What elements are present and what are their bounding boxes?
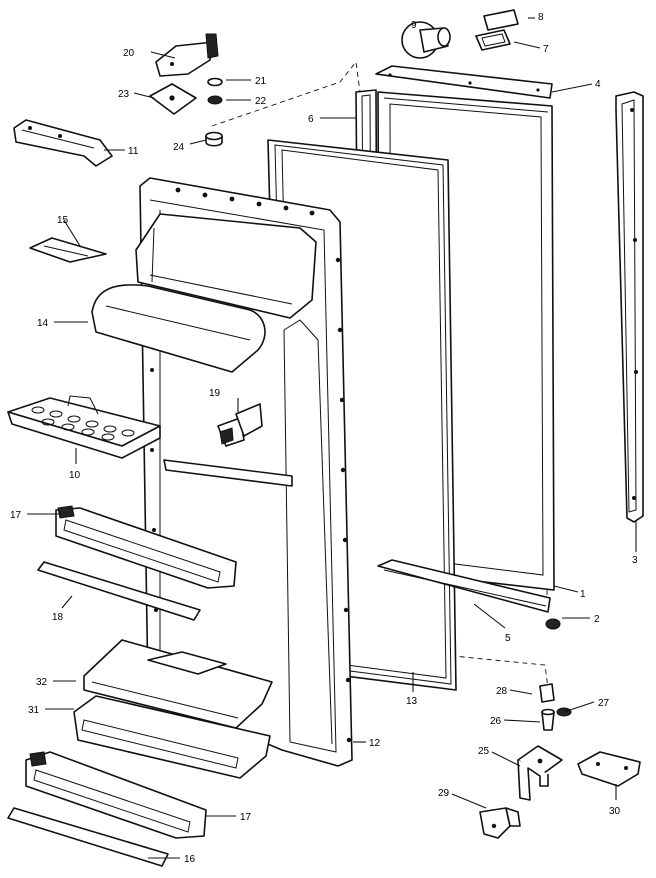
- callout-3: 3: [632, 555, 638, 566]
- callout-1: 1: [580, 589, 586, 600]
- part-shelf-trim-lower: [7, 807, 169, 867]
- part-hinge-plate: [149, 83, 197, 115]
- callout-10: 10: [69, 470, 81, 481]
- part-top-hinge-bracket: [155, 33, 219, 77]
- leader-lines: [27, 17, 637, 859]
- part-door-shelf-upper: [55, 505, 237, 589]
- part-small-bracket: [479, 807, 521, 839]
- part-shelf-trim-upper: [37, 561, 201, 621]
- callout-8: 8: [538, 12, 544, 23]
- callout-30: 30: [609, 806, 621, 817]
- part-bucket-lid: [83, 639, 273, 729]
- callout-17-upper: 17: [10, 510, 22, 521]
- part-top-plate: [375, 65, 553, 99]
- callout-6: 6: [308, 114, 314, 125]
- part-bucket-base: [73, 695, 271, 779]
- callout-23: 23: [118, 89, 130, 100]
- part-bottom-hinge-plate: [577, 751, 641, 787]
- callout-18: 18: [52, 612, 64, 623]
- callout-32: 32: [36, 677, 48, 688]
- callout-5: 5: [505, 633, 511, 644]
- part-dispenser-cover: [91, 284, 266, 373]
- part-egg-tray: [7, 395, 161, 459]
- part-chute: [29, 237, 107, 263]
- part-washers: [205, 77, 223, 147]
- part-bottom-channel: [377, 559, 551, 613]
- callout-13: 13: [406, 696, 418, 707]
- egg-tray-cups: [31, 406, 135, 441]
- callout-9: 9: [411, 20, 417, 31]
- callout-15: 15: [57, 215, 69, 226]
- callout-27: 27: [598, 698, 610, 709]
- part-bottom-hinge-bracket: [517, 745, 563, 801]
- callout-labels: 1 2 3 4 5 6 7 8 9 10 11 12 13 14 15 16 1…: [10, 12, 638, 865]
- callout-12: 12: [369, 738, 381, 749]
- part-clip: [217, 403, 263, 447]
- callout-31: 31: [28, 705, 40, 716]
- callout-16: 16: [184, 854, 196, 865]
- callout-4: 4: [595, 79, 601, 90]
- callout-22: 22: [255, 96, 267, 107]
- part-fasteners: [539, 618, 572, 731]
- part-knob-assembly: [401, 9, 519, 59]
- callout-25: 25: [478, 746, 490, 757]
- callout-17-lower: 17: [240, 812, 252, 823]
- part-side-trim-strip: [615, 91, 644, 523]
- part-door-shelf-lower: [25, 751, 207, 839]
- callout-28: 28: [496, 686, 508, 697]
- callout-20: 20: [123, 48, 135, 59]
- callout-24: 24: [173, 142, 185, 153]
- callout-26: 26: [490, 716, 502, 727]
- part-lever-assembly: [13, 119, 113, 167]
- callout-2: 2: [594, 614, 600, 625]
- callout-29: 29: [438, 788, 450, 799]
- callout-14: 14: [37, 318, 49, 329]
- callout-21: 21: [255, 76, 267, 87]
- callout-11: 11: [128, 146, 139, 157]
- callout-19: 19: [209, 388, 221, 399]
- callout-7: 7: [543, 44, 549, 55]
